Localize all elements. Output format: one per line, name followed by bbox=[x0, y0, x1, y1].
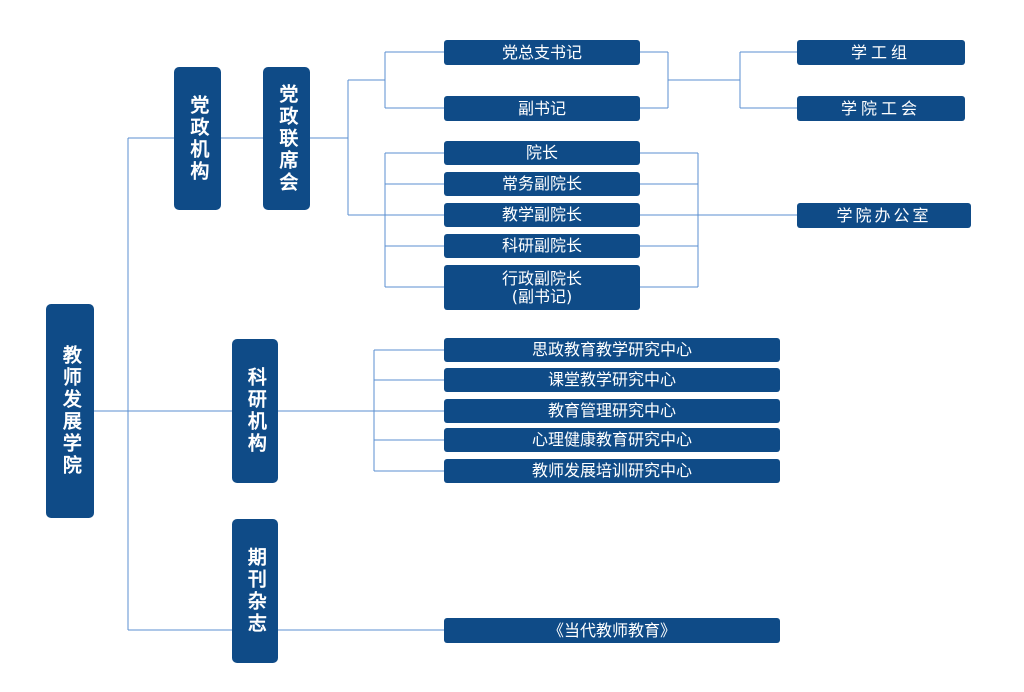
college-office-label: 学院办公室 bbox=[836, 205, 932, 225]
college-union-label: 学院工会 bbox=[840, 98, 921, 118]
research-node: 科研机构 bbox=[232, 339, 278, 483]
deputy-secretary-node: 副书记 bbox=[444, 96, 640, 121]
college-office-node: 学院办公室 bbox=[797, 203, 971, 228]
teaching-vice-dean-label: 教学副院长 bbox=[501, 205, 582, 225]
party-admin-node: 党政机构 bbox=[174, 67, 221, 210]
research-vice-dean-label: 科研副院长 bbox=[501, 236, 582, 256]
root-node: 教师发展学院 bbox=[46, 304, 94, 518]
joint-meeting-node: 党政联席会 bbox=[263, 67, 310, 210]
journal-node: 期刊杂志 bbox=[232, 519, 278, 663]
research-center-node: 思政教育教学研究中心 bbox=[444, 338, 780, 362]
college-union-node: 学院工会 bbox=[797, 96, 965, 121]
research-center-label: 心理健康教育研究中心 bbox=[531, 430, 692, 450]
research-center-node: 心理健康教育研究中心 bbox=[444, 428, 780, 452]
dean-label: 院长 bbox=[525, 143, 558, 163]
research-center-label: 课堂教学研究中心 bbox=[547, 370, 676, 390]
journal-label: 期刊杂志 bbox=[244, 547, 267, 635]
research-center-node: 教育管理研究中心 bbox=[444, 399, 780, 423]
joint-meeting-label: 党政联席会 bbox=[276, 83, 299, 194]
research-center-label: 教育管理研究中心 bbox=[547, 401, 676, 421]
research-center-node: 课堂教学研究中心 bbox=[444, 368, 780, 392]
journal-title-label: 《当代教师教育》 bbox=[547, 620, 676, 640]
executive-vice-dean-node: 常务副院长 bbox=[444, 172, 640, 196]
research-center-label: 思政教育教学研究中心 bbox=[531, 340, 692, 360]
student-work-group-label: 学工组 bbox=[850, 42, 911, 62]
executive-vice-dean-label: 常务副院长 bbox=[501, 174, 582, 194]
teaching-vice-dean-node: 教学副院长 bbox=[444, 203, 640, 227]
student-work-group-node: 学工组 bbox=[797, 40, 965, 65]
party-secretary-node: 党总支书记 bbox=[444, 40, 640, 65]
admin-vice-dean-node: 行政副院长 (副书记) bbox=[444, 265, 640, 310]
admin-vice-dean-label: 行政副院长 (副书记) bbox=[501, 268, 582, 306]
journal-title-node: 《当代教师教育》 bbox=[444, 618, 780, 643]
research-center-node: 教师发展培训研究中心 bbox=[444, 459, 780, 483]
research-center-label: 教师发展培训研究中心 bbox=[531, 461, 692, 481]
dean-node: 院长 bbox=[444, 141, 640, 165]
research-vice-dean-node: 科研副院长 bbox=[444, 234, 640, 258]
root-label: 教师发展学院 bbox=[59, 345, 82, 477]
deputy-secretary-label: 副书记 bbox=[517, 98, 566, 118]
research-label: 科研机构 bbox=[244, 367, 267, 455]
party-admin-label: 党政机构 bbox=[187, 94, 210, 183]
party-secretary-label: 党总支书记 bbox=[501, 42, 582, 62]
